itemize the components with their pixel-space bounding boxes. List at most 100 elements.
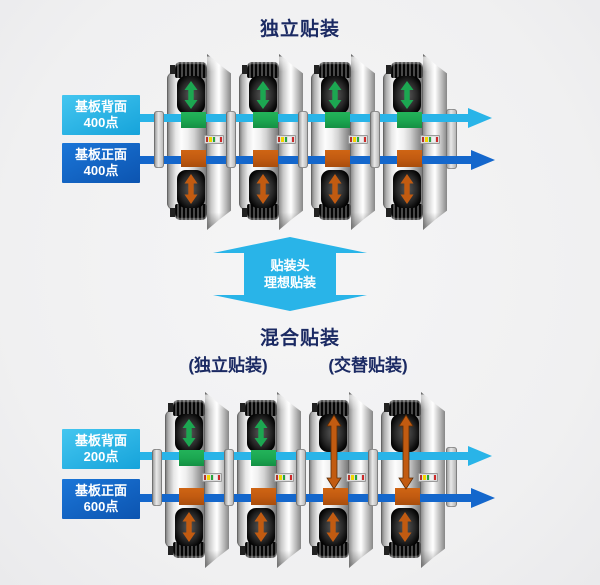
placement-head-module xyxy=(368,391,448,569)
status-light-segment xyxy=(206,137,209,142)
knurled-cap-top xyxy=(319,62,351,78)
status-light-indicator xyxy=(274,473,294,482)
body-nub xyxy=(242,208,247,217)
back-side-placement-marker xyxy=(397,112,422,128)
body-nub xyxy=(384,403,389,412)
placement-head-module xyxy=(226,53,306,231)
status-light-segment xyxy=(278,137,281,142)
up-down-arrow-icon xyxy=(328,81,342,109)
subtitle-alternate: (交替贴装) xyxy=(328,356,408,375)
caption-line: 贴装头 xyxy=(270,258,310,273)
arrowhead-icon xyxy=(468,108,492,128)
up-down-arrow-icon xyxy=(184,174,198,204)
knurled-cap-top xyxy=(389,400,421,416)
status-light-segment xyxy=(351,475,354,480)
rail-tab xyxy=(370,111,380,168)
rail-tab xyxy=(298,111,308,168)
knurled-cap-bottom xyxy=(247,204,279,220)
machine-row-bottom xyxy=(152,391,452,569)
board-side-text: 基板正面 xyxy=(74,147,127,162)
cross-board-arrow-icon xyxy=(398,414,414,490)
status-light-segment xyxy=(289,475,293,480)
up-down-arrow-icon xyxy=(398,512,412,542)
status-light-segment xyxy=(423,475,426,480)
status-light-segment xyxy=(207,475,210,480)
front-side-placement-marker xyxy=(181,150,206,167)
status-light-segment xyxy=(433,475,437,480)
up-down-arrow-icon xyxy=(326,512,340,542)
placement-head-module xyxy=(370,53,450,231)
back-side-window xyxy=(249,76,277,114)
cross-board-arrow-icon xyxy=(326,414,342,490)
body-nub xyxy=(314,65,319,74)
back-side-window xyxy=(393,76,421,114)
knurled-cap-bottom xyxy=(317,542,349,558)
alternate-cross-arrow xyxy=(326,414,342,490)
status-light-indicator xyxy=(204,135,224,144)
up-down-arrow-icon xyxy=(400,174,414,204)
body-nub xyxy=(240,403,245,412)
front-side-window xyxy=(249,170,277,208)
status-light-segment xyxy=(286,475,289,480)
machine-end-tab xyxy=(446,109,457,169)
machine-end-tab xyxy=(446,447,457,507)
front-side-placement-marker xyxy=(395,488,420,505)
back-side-placement-marker xyxy=(251,450,276,466)
status-light-segment xyxy=(212,137,216,142)
body-nub xyxy=(384,546,389,555)
status-light-segment xyxy=(354,475,358,480)
status-light-segment xyxy=(214,475,217,480)
status-light-indicator xyxy=(418,473,438,482)
status-light-segment xyxy=(361,475,365,480)
status-light-segment xyxy=(425,137,428,142)
status-light-segment xyxy=(282,475,286,480)
arrowhead-icon xyxy=(471,488,495,508)
knurled-cap-bottom xyxy=(173,542,205,558)
knurled-cap-top xyxy=(317,400,349,416)
front-side-window xyxy=(321,170,349,208)
rail-tab xyxy=(226,111,236,168)
status-light-segment xyxy=(216,137,219,142)
body-nub xyxy=(314,208,319,217)
body-nub xyxy=(240,546,245,555)
status-light-indicator xyxy=(420,135,440,144)
body-nub xyxy=(312,403,317,412)
board-front-label-top: 基板正面 400点 xyxy=(62,143,140,183)
front-side-window xyxy=(391,508,419,546)
back-side-window xyxy=(177,76,205,114)
knurled-cap-bottom xyxy=(391,204,423,220)
body-nub xyxy=(386,65,391,74)
point-count-text: 200点 xyxy=(83,449,119,464)
rail-tab xyxy=(154,111,164,168)
status-light-segment xyxy=(358,475,361,480)
status-light-segment xyxy=(288,137,291,142)
knurled-cap-top xyxy=(247,62,279,78)
rail-tab xyxy=(224,449,234,506)
knurled-cap-bottom xyxy=(319,204,351,220)
back-side-window xyxy=(321,76,349,114)
status-light-segment xyxy=(435,137,439,142)
body-nub xyxy=(168,546,173,555)
back-side-window xyxy=(175,414,203,452)
front-side-window xyxy=(319,508,347,546)
section-title-mixed: 混合贴装 xyxy=(259,328,340,349)
knurled-cap-top xyxy=(245,400,277,416)
knurled-cap-bottom xyxy=(175,204,207,220)
placement-head-module xyxy=(154,53,234,231)
body-nub xyxy=(386,208,391,217)
caption-line: 理想贴装 xyxy=(263,275,316,290)
status-light-segment xyxy=(353,137,356,142)
placement-head-module xyxy=(298,53,378,231)
up-down-arrow-icon xyxy=(184,81,198,109)
status-light-segment xyxy=(281,137,284,142)
body-nub xyxy=(312,546,317,555)
front-side-placement-marker xyxy=(323,488,348,505)
status-light-segment xyxy=(204,475,207,480)
up-down-arrow-icon xyxy=(182,512,196,542)
status-light-segment xyxy=(422,137,425,142)
front-side-placement-marker xyxy=(397,150,422,167)
up-down-arrow-icon xyxy=(254,512,268,542)
knurled-cap-bottom xyxy=(389,542,421,558)
back-side-window xyxy=(247,414,275,452)
